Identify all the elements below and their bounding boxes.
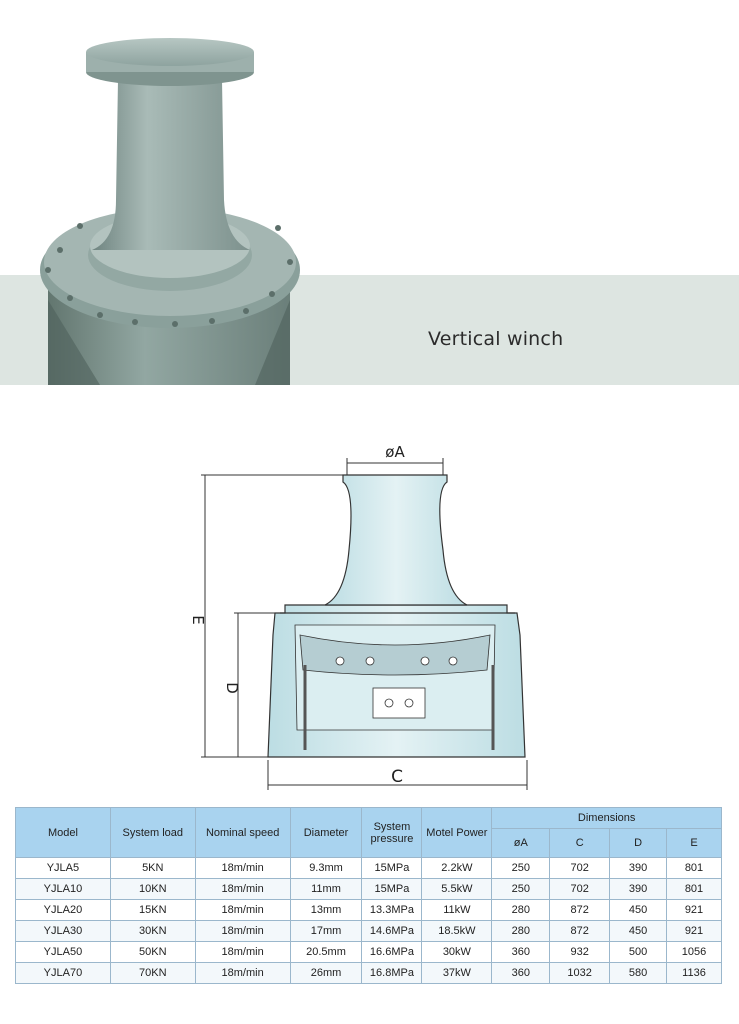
cell-dim-d: 390 (609, 857, 667, 879)
cell-power: 18.5kW (421, 920, 493, 942)
col-header-dim-d: D (609, 828, 667, 858)
cell-diameter: 26mm (289, 962, 363, 984)
cell-dim-e: 801 (666, 878, 722, 900)
label-dim-e: E (189, 615, 207, 624)
cell-model: YJLA10 (15, 878, 111, 900)
cell-pressure: 14.6MPa (361, 920, 423, 942)
hero-title: Vertical winch (428, 328, 564, 350)
cell-dim-a: 280 (491, 920, 551, 942)
label-dim-a: øA (385, 443, 405, 461)
table-row: YJLA30 30KN 18m/min 17mm 14.6MPa 18.5kW … (15, 920, 722, 942)
cell-dim-c: 702 (549, 857, 611, 879)
col-header-system-pressure: System pressure (361, 807, 423, 858)
cell-diameter: 20.5mm (289, 941, 363, 963)
cell-dim-c: 932 (549, 941, 611, 963)
col-header-model: Model (15, 807, 111, 858)
cell-dim-e: 1056 (666, 941, 722, 963)
label-dim-d: D (223, 682, 241, 694)
cell-load: 30KN (109, 920, 196, 942)
cell-speed: 18m/min (194, 962, 291, 984)
table-row: YJLA20 15KN 18m/min 13mm 13.3MPa 11kW 28… (15, 899, 722, 921)
cell-model: YJLA20 (15, 899, 111, 921)
cell-load: 50KN (109, 941, 196, 963)
cell-speed: 18m/min (194, 941, 291, 963)
col-header-motel-power: Motel Power (421, 807, 493, 858)
cell-diameter: 13mm (289, 899, 363, 921)
cell-diameter: 11mm (289, 878, 363, 900)
cell-power: 2.2kW (421, 857, 493, 879)
cell-dim-a: 250 (491, 857, 551, 879)
cell-speed: 18m/min (194, 920, 291, 942)
winch-dimension-drawing: øA E D C (189, 443, 528, 790)
hero-section: Vertical winch (0, 0, 739, 390)
cell-dim-d: 500 (609, 941, 667, 963)
col-header-system-load: System load (109, 807, 196, 858)
col-header-nominal-speed: Nominal speed (194, 807, 291, 858)
cell-dim-a: 250 (491, 878, 551, 900)
col-header-diameter: Diameter (289, 807, 363, 858)
cell-model: YJLA70 (15, 962, 111, 984)
cell-power: 37kW (421, 962, 493, 984)
cell-speed: 18m/min (194, 857, 291, 879)
cell-load: 70KN (109, 962, 196, 984)
cell-model: YJLA30 (15, 920, 111, 942)
cell-dim-c: 872 (549, 899, 611, 921)
cell-pressure: 16.6MPa (361, 941, 423, 963)
cell-dim-a: 360 (491, 941, 551, 963)
cell-dim-e: 921 (666, 920, 722, 942)
cell-dim-c: 1032 (549, 962, 611, 984)
table-row: YJLA10 10KN 18m/min 11mm 15MPa 5.5kW 250… (15, 878, 722, 900)
cell-diameter: 9.3mm (289, 857, 363, 879)
cell-speed: 18m/min (194, 899, 291, 921)
cell-dim-d: 450 (609, 899, 667, 921)
cell-pressure: 16.8MPa (361, 962, 423, 984)
cell-dim-c: 702 (549, 878, 611, 900)
cell-power: 11kW (421, 899, 493, 921)
cell-power: 5.5kW (421, 878, 493, 900)
cell-pressure: 15MPa (361, 857, 423, 879)
spec-table: Model System load Nominal speed Diameter… (15, 807, 722, 984)
col-header-dim-e: E (666, 828, 722, 858)
cell-speed: 18m/min (194, 878, 291, 900)
cell-dim-d: 390 (609, 878, 667, 900)
cell-power: 30kW (421, 941, 493, 963)
cell-pressure: 15MPa (361, 878, 423, 900)
cell-dim-a: 360 (491, 962, 551, 984)
cell-model: YJLA50 (15, 941, 111, 963)
col-header-dimensions: Dimensions (491, 807, 722, 829)
cell-dim-d: 450 (609, 920, 667, 942)
cell-dim-c: 872 (549, 920, 611, 942)
cell-dim-e: 801 (666, 857, 722, 879)
cell-load: 5KN (109, 857, 196, 879)
cell-dim-a: 280 (491, 899, 551, 921)
cell-pressure: 13.3MPa (361, 899, 423, 921)
winch-photo (40, 38, 300, 385)
cell-dim-e: 921 (666, 899, 722, 921)
cell-dim-d: 580 (609, 962, 667, 984)
cell-load: 15KN (109, 899, 196, 921)
cell-model: YJLA5 (15, 857, 111, 879)
cell-load: 10KN (109, 878, 196, 900)
cell-diameter: 17mm (289, 920, 363, 942)
col-header-dim-c: C (549, 828, 611, 858)
table-row: YJLA5 5KN 18m/min 9.3mm 15MPa 2.2kW 250 … (15, 857, 722, 879)
label-dim-c: C (391, 767, 403, 787)
table-row: YJLA70 70KN 18m/min 26mm 16.8MPa 37kW 36… (15, 962, 722, 984)
cell-dim-e: 1136 (666, 962, 722, 984)
col-header-dim-a: øA (491, 828, 551, 858)
table-row: YJLA50 50KN 18m/min 20.5mm 16.6MPa 30kW … (15, 941, 722, 963)
